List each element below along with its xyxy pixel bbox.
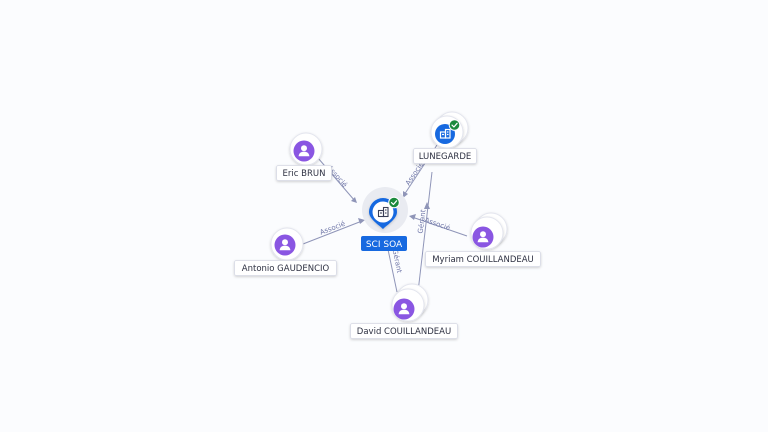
node-label: Myriam COUILLANDEAU — [432, 255, 534, 265]
edge-label: Associé — [404, 161, 425, 187]
node-eric-brun[interactable]: Eric BRUN — [276, 132, 332, 181]
center-label: SCI SOA — [366, 240, 403, 250]
node-label: Antonio GAUDENCIO — [242, 264, 330, 274]
arrow-head — [424, 202, 430, 209]
node-label-box — [350, 323, 458, 339]
node-label-box — [234, 260, 337, 276]
building-icon — [439, 128, 451, 139]
node-lunegarde[interactable]: LUNEGARDE — [413, 111, 477, 164]
person-icon — [398, 303, 410, 315]
node-label: Eric BRUN — [283, 169, 326, 179]
node-label-box — [413, 148, 477, 164]
node-david-couillandeau[interactable]: David COUILLANDEAU — [350, 283, 458, 339]
person-icon — [477, 231, 489, 243]
edge-label: Gérant — [417, 209, 428, 234]
node-antonio-gaudencio[interactable]: Antonio GAUDENCIO — [234, 227, 337, 276]
verified-check-icon — [388, 196, 400, 209]
arrow-head — [358, 218, 365, 224]
edge-david-lunegarde[interactable]: Gérant — [417, 171, 433, 293]
person-icon — [298, 145, 310, 157]
arrow-head — [403, 191, 408, 198]
node-myriam-couillandeau[interactable]: Myriam COUILLANDEAU — [425, 212, 541, 267]
node-label: David COUILLANDEAU — [357, 327, 451, 337]
node-center-sci-soa[interactable]: SCI SOA — [361, 187, 408, 251]
arrow-head — [409, 214, 416, 220]
edge-label: Associé — [423, 216, 451, 232]
person-icon — [279, 239, 291, 251]
center-label-box — [361, 236, 407, 251]
node-label-box — [276, 165, 332, 181]
node-label-box — [425, 251, 541, 267]
verified-check-icon — [448, 119, 461, 131]
node-label: LUNEGARDE — [419, 152, 472, 162]
edge-label: Associé — [319, 220, 347, 237]
arrow-head — [351, 197, 357, 203]
edge-antonio-center[interactable]: Associé — [302, 218, 365, 245]
building-icon — [377, 206, 389, 218]
